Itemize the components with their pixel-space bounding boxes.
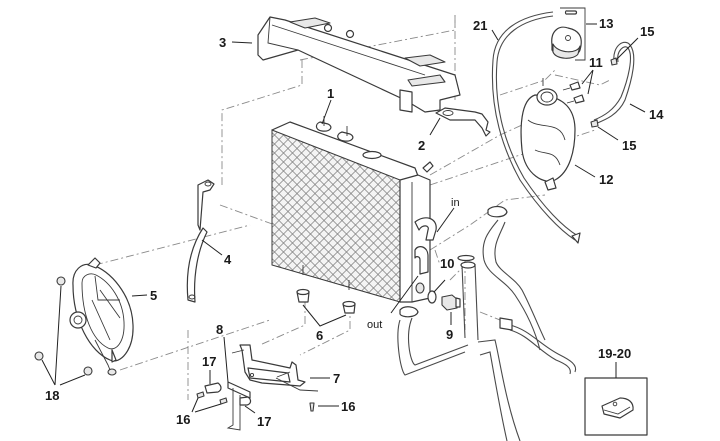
spacers [204, 382, 252, 406]
expansion-tank [520, 78, 576, 191]
callout-14: 14 [649, 107, 664, 122]
sealing-washer [427, 290, 437, 304]
callout-leader-1 [321, 99, 332, 125]
callout-16-left: 16 [176, 412, 190, 427]
callout-leader-10 [433, 279, 446, 293]
thermoswitch [441, 294, 461, 311]
radiator-cover [257, 16, 461, 113]
radiator [271, 116, 437, 303]
callout-5: 5 [150, 288, 157, 303]
callout-4: 4 [224, 252, 232, 267]
callout-leader-2 [429, 117, 441, 136]
callout-19-20: 19-20 [598, 346, 631, 361]
cooling-fan [69, 257, 134, 376]
callout-leader-11 [581, 69, 594, 95]
callout-17-bottom: 17 [257, 414, 271, 429]
clip-kit [584, 377, 648, 436]
fan-bracket [186, 179, 215, 303]
callout-leader-5 [131, 294, 148, 297]
callout-leader-16-left [191, 397, 222, 413]
inlet-leader [436, 207, 455, 233]
callout-leader-18 [41, 285, 86, 386]
callout-13: 13 [599, 16, 613, 31]
callout-leader-12 [574, 164, 596, 178]
callout-3: 3 [219, 35, 226, 50]
callout-17-top: 17 [202, 354, 216, 369]
callout-11: 11 [589, 55, 603, 70]
callout-7: 7 [333, 371, 340, 386]
callout-leader-15-bottom [597, 126, 619, 141]
upper-bracket [435, 107, 491, 137]
callout-leader-14 [629, 103, 646, 113]
callout-leader-3 [231, 41, 253, 44]
overflow-hose [593, 41, 635, 125]
callout-leader-15-top [615, 37, 639, 61]
callout-6: 6 [316, 328, 323, 343]
callout-10: 10 [440, 256, 454, 271]
callout-leader-4 [201, 239, 223, 256]
fan-nuts [34, 276, 93, 376]
callout-9: 9 [446, 327, 453, 342]
inlet-label: in [451, 197, 460, 209]
callout-21: 21 [473, 18, 487, 33]
tank-screws [562, 81, 585, 104]
vent-hose [491, 11, 581, 244]
hose-clamps [590, 57, 618, 128]
outlet-leader [390, 275, 419, 314]
coolant-hoses [397, 205, 577, 441]
callout-leader-6 [302, 304, 347, 327]
callout-15-top: 15 [640, 24, 654, 39]
callout-8: 8 [216, 322, 223, 337]
callout-leader-21 [491, 29, 499, 41]
rubber-grommets [296, 288, 356, 314]
lower-support [231, 344, 319, 392]
callout-18: 18 [45, 388, 59, 403]
support-plate [226, 381, 251, 431]
callout-leader-17-bottom [244, 405, 256, 414]
support-screws [196, 391, 315, 412]
callout-16-right: 16 [341, 399, 355, 414]
filler-cap [551, 7, 586, 61]
callout-2: 2 [418, 138, 425, 153]
callout-15-bottom: 15 [622, 138, 636, 153]
callout-1: 1 [327, 86, 334, 101]
outlet-label: out [367, 319, 382, 331]
callout-leader-8 [223, 336, 229, 383]
callout-12: 12 [599, 172, 613, 187]
